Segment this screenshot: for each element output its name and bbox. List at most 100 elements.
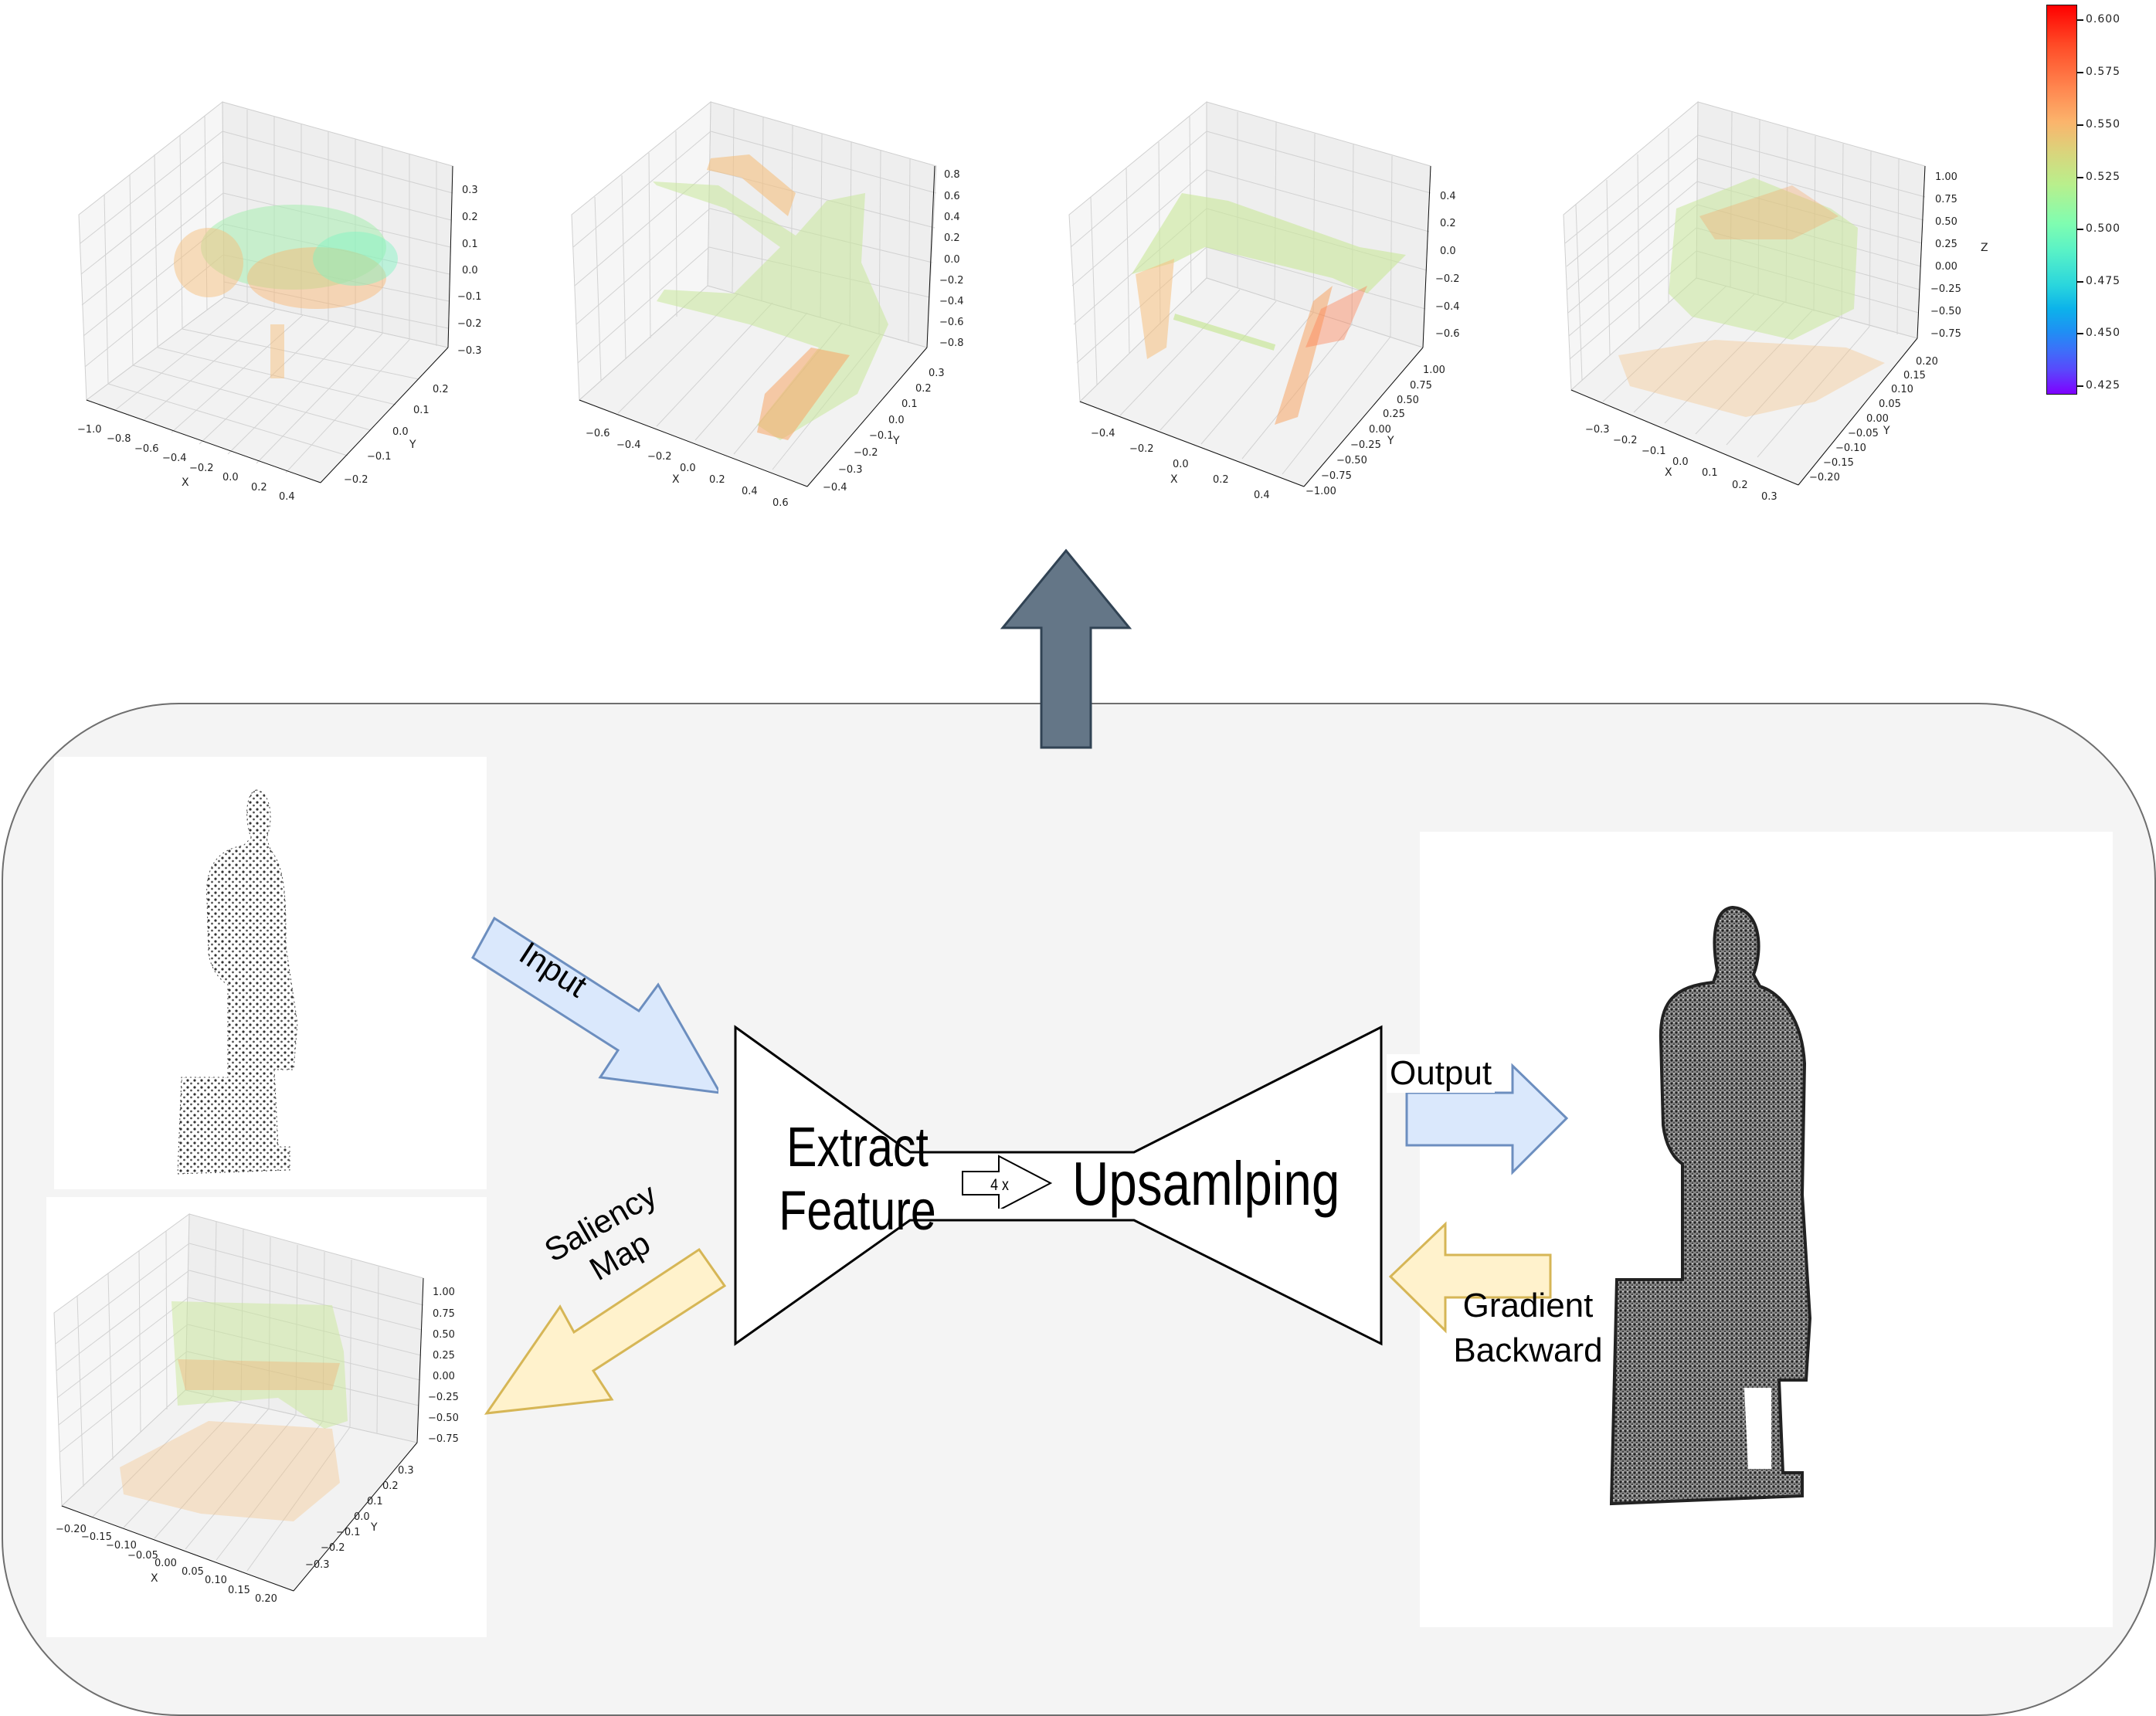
svg-text:−0.20: −0.20	[1809, 472, 1840, 483]
svg-text:−0.3: −0.3	[305, 1559, 330, 1571]
svg-text:0.2: 0.2	[1440, 218, 1456, 229]
svg-text:0.4: 0.4	[1254, 490, 1270, 501]
svg-text:Y: Y	[409, 439, 416, 451]
svg-text:0.00: 0.00	[154, 1558, 177, 1569]
svg-text:−0.05: −0.05	[127, 1550, 158, 1562]
svg-text:0.1: 0.1	[367, 1496, 383, 1507]
svg-text:−0.10: −0.10	[106, 1540, 137, 1552]
svg-text:1.00: 1.00	[1935, 171, 1957, 183]
svg-text:−0.25: −0.25	[1350, 439, 1381, 451]
svg-text:0.6: 0.6	[944, 191, 960, 202]
colorbar	[2046, 5, 2077, 395]
colorbar-tick: 0.525	[2086, 171, 2121, 183]
svg-text:−0.1: −0.1	[457, 291, 482, 303]
svg-text:−0.2: −0.2	[647, 451, 672, 463]
output-arrow-icon	[1405, 1063, 1569, 1175]
svg-text:0.05: 0.05	[182, 1566, 204, 1578]
svg-text:0.1: 0.1	[413, 405, 430, 416]
plot-3-axes: −0.4 −0.2 0.0 0.2 0.4 X 1.00 0.75 0.50 0…	[1068, 100, 1460, 501]
svg-text:−0.15: −0.15	[1823, 457, 1854, 469]
svg-text:0.3: 0.3	[462, 185, 478, 196]
svg-text:−0.15: −0.15	[81, 1531, 112, 1543]
svg-text:−0.2: −0.2	[1435, 273, 1460, 285]
svg-text:−0.75: −0.75	[428, 1433, 459, 1445]
svg-text:0.4: 0.4	[1440, 191, 1456, 202]
svg-text:0.05: 0.05	[1879, 398, 1901, 410]
svg-text:−0.2: −0.2	[1613, 435, 1638, 446]
svg-text:0.8: 0.8	[944, 169, 960, 181]
svg-text:−0.2: −0.2	[1129, 443, 1154, 455]
svg-text:−0.50: −0.50	[428, 1412, 459, 1424]
up-arrow-icon	[1000, 548, 1132, 749]
svg-text:0.2: 0.2	[433, 384, 449, 395]
svg-text:0.0: 0.0	[222, 472, 239, 483]
svg-text:−0.3: −0.3	[838, 464, 863, 476]
svg-text:−0.2: −0.2	[189, 463, 214, 474]
svg-text:−0.10: −0.10	[1835, 443, 1866, 454]
svg-text:−0.1: −0.1	[367, 451, 392, 463]
output-point-cloud-panel	[1420, 832, 2113, 1627]
point-cloud-chair	[653, 154, 888, 440]
svg-text:−0.2: −0.2	[939, 275, 964, 287]
svg-text:0.0: 0.0	[1672, 456, 1689, 468]
svg-text:0.50: 0.50	[1935, 216, 1957, 228]
svg-text:−0.1: −0.1	[869, 430, 894, 442]
svg-text:0.2: 0.2	[1213, 474, 1229, 486]
svg-text:−0.2: −0.2	[457, 318, 482, 330]
saliency-plot-4: −0.3 −0.2 −0.1 0.0 0.1 0.2 0.3 X 0.20 0.…	[1560, 93, 2039, 541]
svg-text:−0.4: −0.4	[162, 453, 187, 464]
statue-dense-point-cloud	[1609, 905, 1812, 1506]
svg-text:−0.2: −0.2	[344, 474, 368, 486]
svg-text:0.3: 0.3	[1761, 491, 1777, 503]
svg-text:−0.1: −0.1	[1642, 446, 1666, 457]
svg-text:−0.6: −0.6	[586, 428, 610, 439]
svg-text:0.4: 0.4	[279, 491, 295, 503]
svg-text:Y: Y	[1387, 435, 1394, 447]
svg-text:0.0: 0.0	[462, 265, 478, 276]
input-point-cloud-panel	[54, 757, 487, 1189]
svg-text:0.1: 0.1	[1702, 467, 1718, 479]
saliency-plot-3: −0.4 −0.2 0.0 0.2 0.4 X 1.00 0.75 0.50 0…	[1066, 93, 1545, 525]
svg-text:0.25: 0.25	[433, 1350, 455, 1362]
svg-text:−0.20: −0.20	[56, 1524, 87, 1535]
svg-text:X: X	[1170, 473, 1178, 486]
svg-text:X: X	[182, 476, 189, 489]
svg-text:0.0: 0.0	[1440, 246, 1456, 257]
colorbar-tick: 0.600	[2086, 13, 2121, 25]
point-cloud-fish	[174, 205, 398, 378]
upsampling-label: Upsamlping	[1072, 1149, 1340, 1218]
svg-text:X: X	[151, 1572, 158, 1585]
svg-text:0.0: 0.0	[354, 1511, 370, 1523]
svg-text:−0.1: −0.1	[336, 1527, 361, 1538]
colorbar-tick: 0.550	[2086, 118, 2121, 131]
svg-text:Z: Z	[1981, 242, 1988, 254]
svg-text:−0.4: −0.4	[823, 482, 847, 493]
svg-text:−1.00: −1.00	[1305, 486, 1336, 497]
svg-text:0.75: 0.75	[433, 1308, 455, 1320]
saliency-plot-2: −0.6 −0.4 −0.2 0.0 0.2 0.4 0.6 X 0.3 0.2…	[556, 93, 1035, 525]
svg-text:Y: Y	[892, 435, 900, 447]
gradient-backward-label: Gradient Backward	[1453, 1287, 1603, 1369]
extract-feature-label: Extract Feature	[779, 1117, 936, 1242]
svg-text:−0.8: −0.8	[939, 337, 964, 349]
svg-text:0.0: 0.0	[944, 254, 960, 266]
svg-text:0.1: 0.1	[462, 239, 478, 250]
svg-text:−1.0: −1.0	[77, 424, 102, 436]
svg-text:0.20: 0.20	[255, 1593, 277, 1605]
svg-text:0.75: 0.75	[1935, 194, 1957, 205]
svg-text:0.50: 0.50	[433, 1329, 455, 1341]
svg-text:−0.6: −0.6	[134, 443, 159, 455]
svg-text:0.25: 0.25	[1383, 409, 1405, 420]
colorbar-tick: 0.575	[2086, 66, 2121, 78]
plot-4-axes: −0.3 −0.2 −0.1 0.0 0.1 0.2 0.3 X 0.20 0.…	[1563, 100, 1988, 503]
svg-text:0.00: 0.00	[1935, 261, 1957, 273]
plot-2-axes: −0.6 −0.4 −0.2 0.0 0.2 0.4 0.6 X 0.3 0.2…	[571, 100, 964, 509]
output-label: Output	[1387, 1054, 1496, 1093]
svg-text:−0.4: −0.4	[1435, 301, 1460, 313]
svg-text:0.2: 0.2	[1732, 480, 1748, 491]
network-bowtie	[734, 1025, 1383, 1346]
svg-text:0.2: 0.2	[709, 474, 725, 486]
point-cloud-sofa-inset	[120, 1301, 348, 1521]
svg-text:−0.75: −0.75	[1930, 328, 1961, 340]
colorbar-tick: 0.425	[2086, 379, 2121, 392]
